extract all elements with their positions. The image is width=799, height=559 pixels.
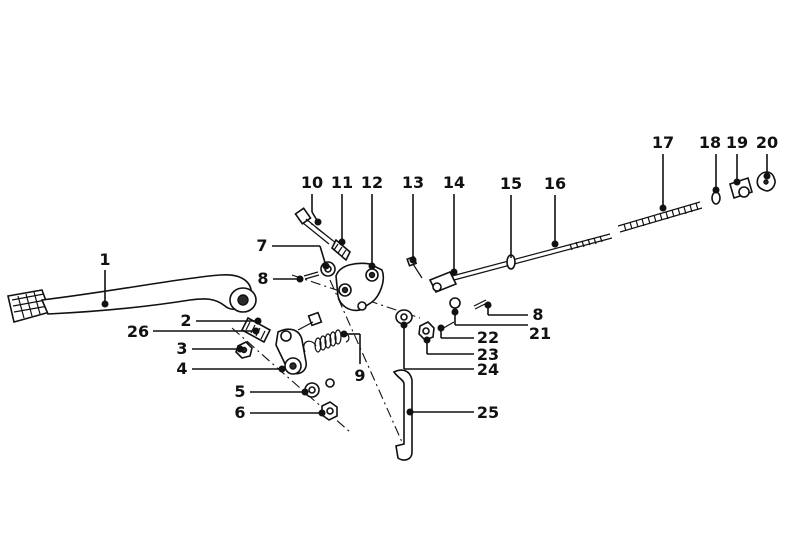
callouts: 1 2 26 3 4 5 6 xyxy=(99,133,778,422)
svg-text:21: 21 xyxy=(529,324,551,343)
callout-24: 24 xyxy=(400,321,499,379)
svg-text:25: 25 xyxy=(477,403,499,422)
part-wing-nut-20 xyxy=(756,171,776,192)
svg-text:13: 13 xyxy=(402,173,424,192)
svg-text:14: 14 xyxy=(443,173,465,192)
svg-text:26: 26 xyxy=(127,322,149,341)
svg-text:7: 7 xyxy=(256,236,267,255)
svg-text:8: 8 xyxy=(257,269,268,288)
callout-18: 18 xyxy=(699,133,721,194)
part-brake-rod-16 xyxy=(451,233,613,281)
callout-4: 4 xyxy=(176,359,286,378)
part-bolt-2 xyxy=(297,311,323,331)
callout-3: 3 xyxy=(176,339,244,358)
callout-14: 14 xyxy=(443,173,465,276)
svg-text:22: 22 xyxy=(477,328,499,347)
callout-7: 7 xyxy=(256,236,330,270)
svg-text:11: 11 xyxy=(331,173,353,192)
svg-text:9: 9 xyxy=(354,366,365,385)
part-brake-pedal xyxy=(7,274,257,323)
svg-text:16: 16 xyxy=(544,174,566,193)
part-trunnion-19 xyxy=(729,176,753,200)
part-nut-23 xyxy=(418,321,435,341)
part-spring-9 xyxy=(303,329,350,388)
part-sleeve-11 xyxy=(331,238,351,262)
svg-text:17: 17 xyxy=(652,133,674,152)
svg-text:4: 4 xyxy=(176,359,187,378)
svg-text:18: 18 xyxy=(699,133,721,152)
svg-text:23: 23 xyxy=(477,345,499,364)
part-bolt-10 xyxy=(294,207,333,245)
svg-text:3: 3 xyxy=(176,339,187,358)
callout-22: 22 xyxy=(437,324,499,347)
callout-1: 1 xyxy=(99,250,111,308)
part-washer-24 xyxy=(395,309,413,325)
callout-10: 10 xyxy=(301,173,323,226)
callout-13: 13 xyxy=(402,173,424,264)
svg-text:6: 6 xyxy=(234,403,245,422)
svg-text:19: 19 xyxy=(726,133,748,152)
callout-16: 16 xyxy=(544,174,566,248)
callout-23: 23 xyxy=(423,336,499,364)
part-washer-18 xyxy=(711,191,721,205)
callout-17: 17 xyxy=(652,133,674,212)
part-link-plate-25 xyxy=(392,369,413,461)
svg-text:24: 24 xyxy=(477,360,499,379)
part-clevis-fork-14 xyxy=(428,270,458,294)
part-washer-21 xyxy=(449,297,461,309)
callout-20: 20 xyxy=(756,133,778,180)
callout-19: 19 xyxy=(726,133,748,186)
svg-text:15: 15 xyxy=(500,174,522,193)
part-return-spring-17 xyxy=(617,201,703,233)
svg-text:2: 2 xyxy=(180,311,191,330)
callout-2: 2 xyxy=(180,311,262,330)
callout-8-right: 8 xyxy=(484,301,544,324)
svg-text:5: 5 xyxy=(234,382,245,401)
callout-11: 11 xyxy=(331,173,353,246)
svg-text:1: 1 xyxy=(99,250,110,269)
callout-25: 25 xyxy=(406,403,499,422)
svg-text:20: 20 xyxy=(756,133,778,152)
callout-15: 15 xyxy=(500,174,522,258)
part-lever-arm-4 xyxy=(275,328,307,375)
svg-text:8: 8 xyxy=(532,305,543,324)
svg-text:12: 12 xyxy=(361,173,383,192)
part-pin-8-left xyxy=(303,271,320,280)
callout-8-left: 8 xyxy=(257,269,304,288)
svg-text:10: 10 xyxy=(301,173,323,192)
callout-26: 26 xyxy=(127,322,260,341)
callout-6: 6 xyxy=(234,403,326,422)
callout-5: 5 xyxy=(234,382,309,401)
callout-12: 12 xyxy=(361,173,383,270)
callout-21: 21 xyxy=(451,308,551,343)
callout-9: 9 xyxy=(340,330,366,385)
